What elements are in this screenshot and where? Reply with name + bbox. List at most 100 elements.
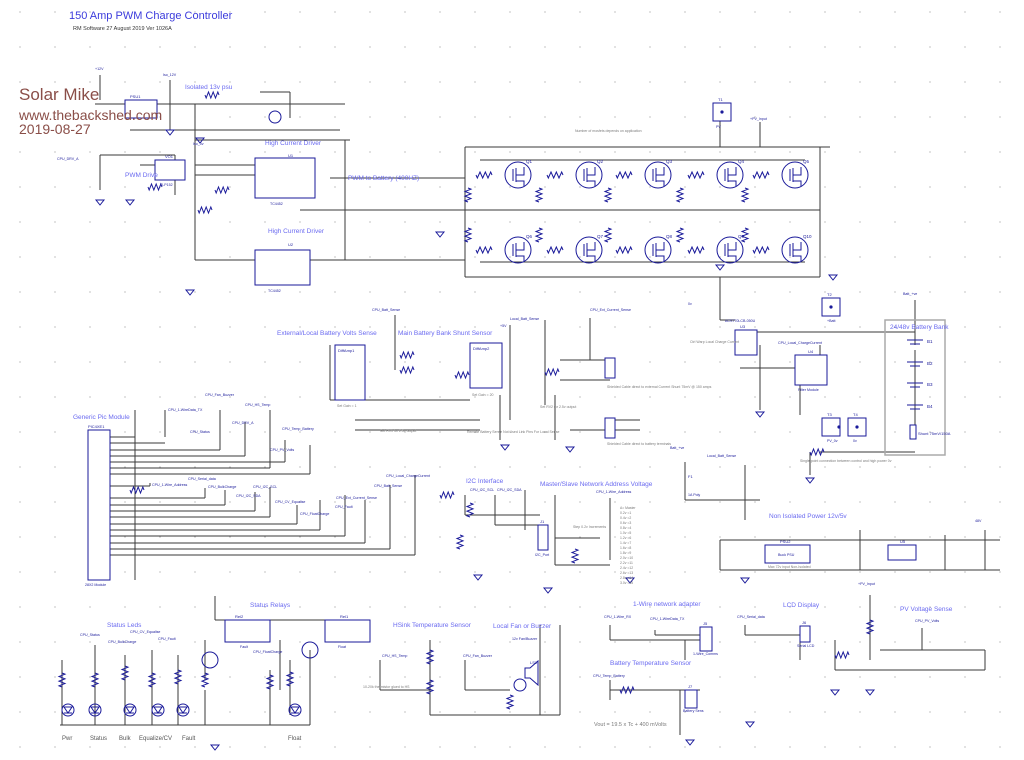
grid-dot xyxy=(754,676,756,678)
grid-dot xyxy=(999,46,1001,48)
grid-dot xyxy=(719,396,721,398)
note-vout: Vout = 19.5 x Tc + 400 mVolts xyxy=(594,722,667,728)
grid-dot xyxy=(404,676,406,678)
mosfet-symbol xyxy=(781,161,809,189)
u3-box xyxy=(734,329,758,356)
grid-dot xyxy=(789,641,791,643)
grid-dot xyxy=(19,536,21,538)
grid-dot xyxy=(929,711,931,713)
resistor xyxy=(454,370,470,380)
grid-dot xyxy=(999,291,1001,293)
grid-dot xyxy=(229,571,231,573)
net-label-pic-cpu-ext: CPU_Ext_Current_Sense xyxy=(336,496,377,500)
component-label-f1-label: 1A Poly xyxy=(688,493,700,497)
grid-dot xyxy=(264,151,266,153)
grid-dot xyxy=(789,151,791,153)
grid-dot xyxy=(439,501,441,503)
grid-dot xyxy=(159,361,161,363)
net-label-cpu-1wire-tx: CPU_1-WireData_TX xyxy=(650,617,685,621)
grid-dot xyxy=(964,431,966,433)
grid-dot xyxy=(264,46,266,48)
address-table-row: 2.4v =12 xyxy=(620,566,633,570)
note-single-point: Single point connection between control … xyxy=(800,459,892,463)
grid-dot xyxy=(439,221,441,223)
grid-dot xyxy=(754,466,756,468)
grid-dot xyxy=(474,501,476,503)
grid-dot xyxy=(369,256,371,258)
grid-dot xyxy=(964,676,966,678)
grid-dot xyxy=(299,746,301,748)
mosfet-symbol xyxy=(504,236,532,264)
grid-dot xyxy=(999,711,1001,713)
grid-dot xyxy=(614,116,616,118)
grid-dot xyxy=(509,186,511,188)
grid-dot xyxy=(719,221,721,223)
grid-dot xyxy=(894,746,896,748)
grid-dot xyxy=(754,431,756,433)
grid-dot xyxy=(439,81,441,83)
grid-dot xyxy=(159,711,161,713)
component-label-psu2-part: Buck PSU xyxy=(778,553,795,557)
grid-dot xyxy=(334,571,336,573)
section-title-hsink-temp: HSink Temperature Sensor xyxy=(393,622,472,629)
grid-dot xyxy=(754,361,756,363)
grid-dot xyxy=(964,466,966,468)
section-title-status-leds: Status Leds xyxy=(107,622,142,629)
grid-dot xyxy=(544,711,546,713)
component-label-u4: U4 xyxy=(808,349,814,354)
grid-dot xyxy=(299,291,301,293)
grid-dot xyxy=(579,46,581,48)
grid-dot xyxy=(54,291,56,293)
section-title-one-wire: 1-Wire network adapter xyxy=(633,601,701,608)
net-label-pv-input: +PV_Input xyxy=(750,117,767,121)
grid-dot xyxy=(789,396,791,398)
grid-dot xyxy=(579,361,581,363)
net-label-p5v: +5V xyxy=(500,324,507,328)
grid-dot xyxy=(789,676,791,678)
component-label-j1: J1 xyxy=(540,519,545,524)
grid-dot xyxy=(614,11,616,13)
grid-dot xyxy=(719,151,721,153)
grid-dot xyxy=(439,46,441,48)
grid-dot xyxy=(579,221,581,223)
resistor xyxy=(90,672,100,688)
grid-dot xyxy=(19,711,21,713)
grid-dot xyxy=(404,641,406,643)
section-title-fan-buzzer: Local Fan or Buzzer xyxy=(493,623,552,630)
grid-dot xyxy=(474,676,476,678)
grid-dot xyxy=(159,291,161,293)
grid-dot xyxy=(334,466,336,468)
grid-dot xyxy=(684,46,686,48)
grid-dot xyxy=(229,81,231,83)
grid-dot xyxy=(894,291,896,293)
grid-dot xyxy=(649,151,651,153)
grid-dot xyxy=(649,571,651,573)
grid-dot xyxy=(474,746,476,748)
u5-box xyxy=(887,544,917,561)
grid-dot xyxy=(824,536,826,538)
note-setrv2: Set RV2 for 2.5v output xyxy=(540,405,576,409)
grid-dot xyxy=(929,606,931,608)
grid-dot xyxy=(194,676,196,678)
note-batt-note: Shielded Cable direct to battery termina… xyxy=(607,442,671,446)
grid-dot xyxy=(754,396,756,398)
diffamp2-box xyxy=(469,342,503,389)
grid-dot xyxy=(789,326,791,328)
grid-dot xyxy=(229,536,231,538)
grid-dot xyxy=(579,746,581,748)
net-label-pv-input2: +PV_Input xyxy=(858,582,875,586)
grid-dot xyxy=(334,746,336,748)
relay1-box xyxy=(224,619,271,643)
gate-resistor xyxy=(475,245,493,255)
grid-dot xyxy=(544,746,546,748)
grid-dot xyxy=(334,46,336,48)
grid-dot xyxy=(229,711,231,713)
grid-dot xyxy=(124,81,126,83)
mosfet-q1: Q1 xyxy=(504,159,533,189)
battery-cell-icon xyxy=(907,382,923,388)
grid-dot xyxy=(404,116,406,118)
resistor xyxy=(425,679,435,695)
diode-icon xyxy=(153,706,163,714)
grid-dot xyxy=(999,501,1001,503)
grid-dot xyxy=(824,396,826,398)
